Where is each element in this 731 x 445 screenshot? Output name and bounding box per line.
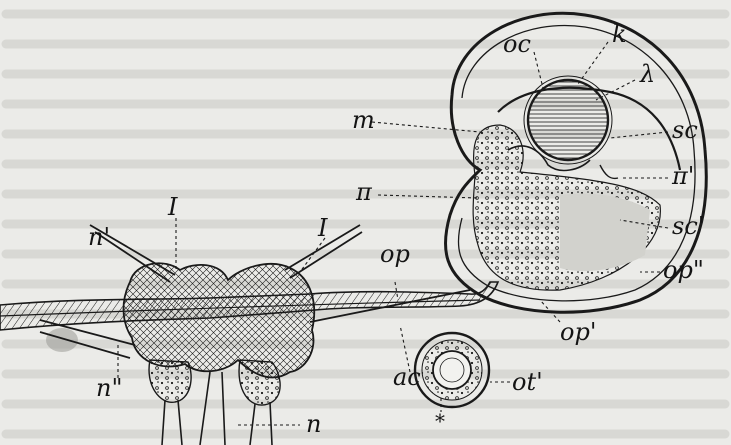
label-pi: π (355, 178, 373, 206)
label-lambda: λ (639, 60, 655, 88)
label-op-double-prime: op" (663, 256, 704, 284)
label-sc-prime: sc' (672, 212, 704, 240)
label-op-prime: op' (560, 318, 596, 346)
eye-vesicle (415, 333, 489, 407)
label-n: n (306, 410, 321, 438)
label-n-double-prime: n" (96, 374, 123, 402)
label-m: m (352, 106, 375, 134)
label-ot-prime: ot' (512, 368, 543, 396)
label-pi-prime: π' (671, 162, 694, 190)
label-oc: oc (503, 30, 531, 58)
label-ac: ac (393, 363, 421, 391)
label-op: op (380, 240, 410, 268)
label-asterisk: * (435, 409, 445, 433)
lens-icon (528, 80, 608, 160)
label-I-right: I (317, 214, 328, 242)
label-k: k (612, 20, 627, 48)
label-sc: sc (672, 116, 698, 144)
label-n-prime: n' (88, 223, 110, 251)
label-I-left: I (167, 193, 178, 221)
